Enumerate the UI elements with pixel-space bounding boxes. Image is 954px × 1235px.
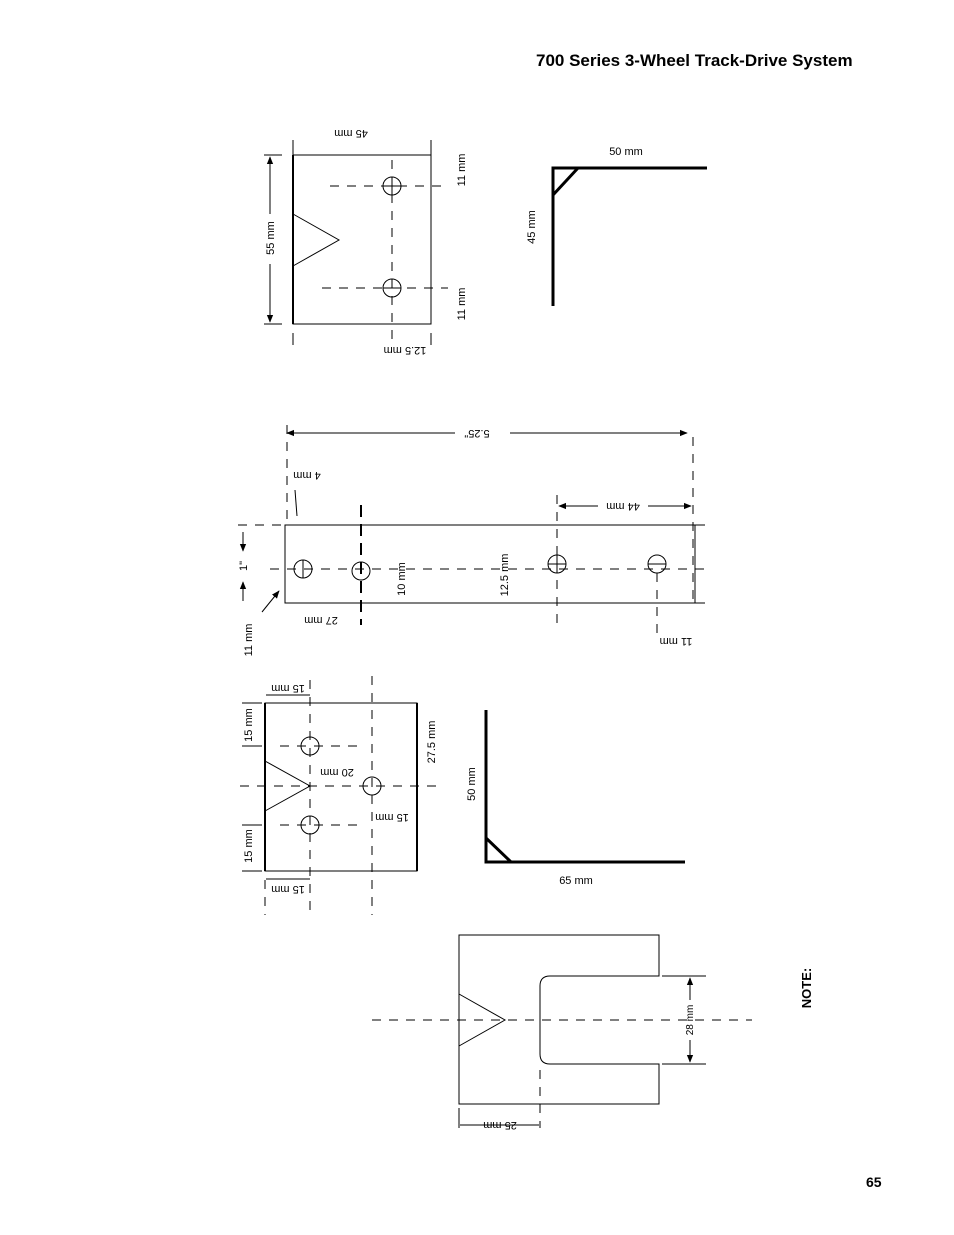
dim-label: 11 mm (456, 288, 468, 321)
dim-label: 45 mm (526, 210, 538, 244)
dim-label: 11 mm (243, 624, 255, 657)
angle-bottom-figure: 50 mm 65 mm (466, 710, 685, 887)
hole (351, 561, 371, 581)
dim-label: 55 mm (265, 221, 277, 255)
dim-label: 27 mm (304, 614, 338, 626)
slot-plate-figure: 25 mm 28 mm (372, 934, 752, 1131)
angle-profile (551, 166, 707, 306)
page-number: 65 (866, 1174, 882, 1190)
dim-label: 15 mm (243, 708, 255, 742)
dim-label: 25 mm (483, 1119, 517, 1131)
dim-label: 10 mm (396, 562, 408, 596)
triangle-mark (264, 760, 312, 812)
dim-label: 45 mm (334, 127, 368, 139)
note-label: NOTE: (799, 968, 814, 1008)
dim-label: 65 mm (559, 875, 593, 887)
dim-label: 20 mm (320, 766, 354, 778)
dim-label: 50 mm (466, 767, 478, 801)
plate-figure: 15 mm 15 mm 15 mm 15 mm 20 mm 15 mm 27.5… (240, 676, 444, 915)
dim-label: 50 mm (609, 146, 643, 158)
page-title: 700 Series 3-Wheel Track-Drive System (536, 51, 853, 70)
triangle-mark (292, 213, 341, 267)
dim-label: 15 mm (375, 811, 409, 823)
hole (300, 815, 320, 835)
bracket-top-figure: 55 mm 45 mm 11 mm 11 mm 12.5 mm (264, 127, 468, 356)
dim-label: 4 mm (293, 469, 321, 481)
dim-label: 28 mm (685, 1005, 696, 1036)
bar-outline (284, 524, 696, 604)
dim-label: 12.5 mm (384, 344, 427, 356)
plate-outline (264, 702, 418, 872)
bracket-top-outline (292, 154, 432, 325)
dim-label: 15 mm (271, 682, 305, 694)
bar-figure: 5.25" 44 mm 4 mm 1" 11 mm 27 mm 10 mm 12… (238, 425, 706, 656)
angle-profile (484, 710, 685, 864)
slot-plate-outline (458, 934, 660, 1105)
dim-label: 1" (238, 561, 250, 571)
hole (362, 776, 382, 796)
dim-label: 15 mm (271, 883, 305, 895)
dim-label: 11 mm (456, 154, 468, 187)
angle-top-figure: 50 mm 45 mm (526, 146, 707, 306)
dim-label: 11 mm (660, 635, 693, 647)
dim-label: 5.25" (464, 427, 489, 439)
dim-label: 27.5 mm (426, 721, 438, 764)
dim-label: 15 mm (243, 829, 255, 863)
hole (300, 736, 320, 756)
dim-label: 12.5 mm (499, 554, 511, 597)
triangle-mark (458, 993, 507, 1047)
dim-label: 44 mm (606, 500, 640, 512)
